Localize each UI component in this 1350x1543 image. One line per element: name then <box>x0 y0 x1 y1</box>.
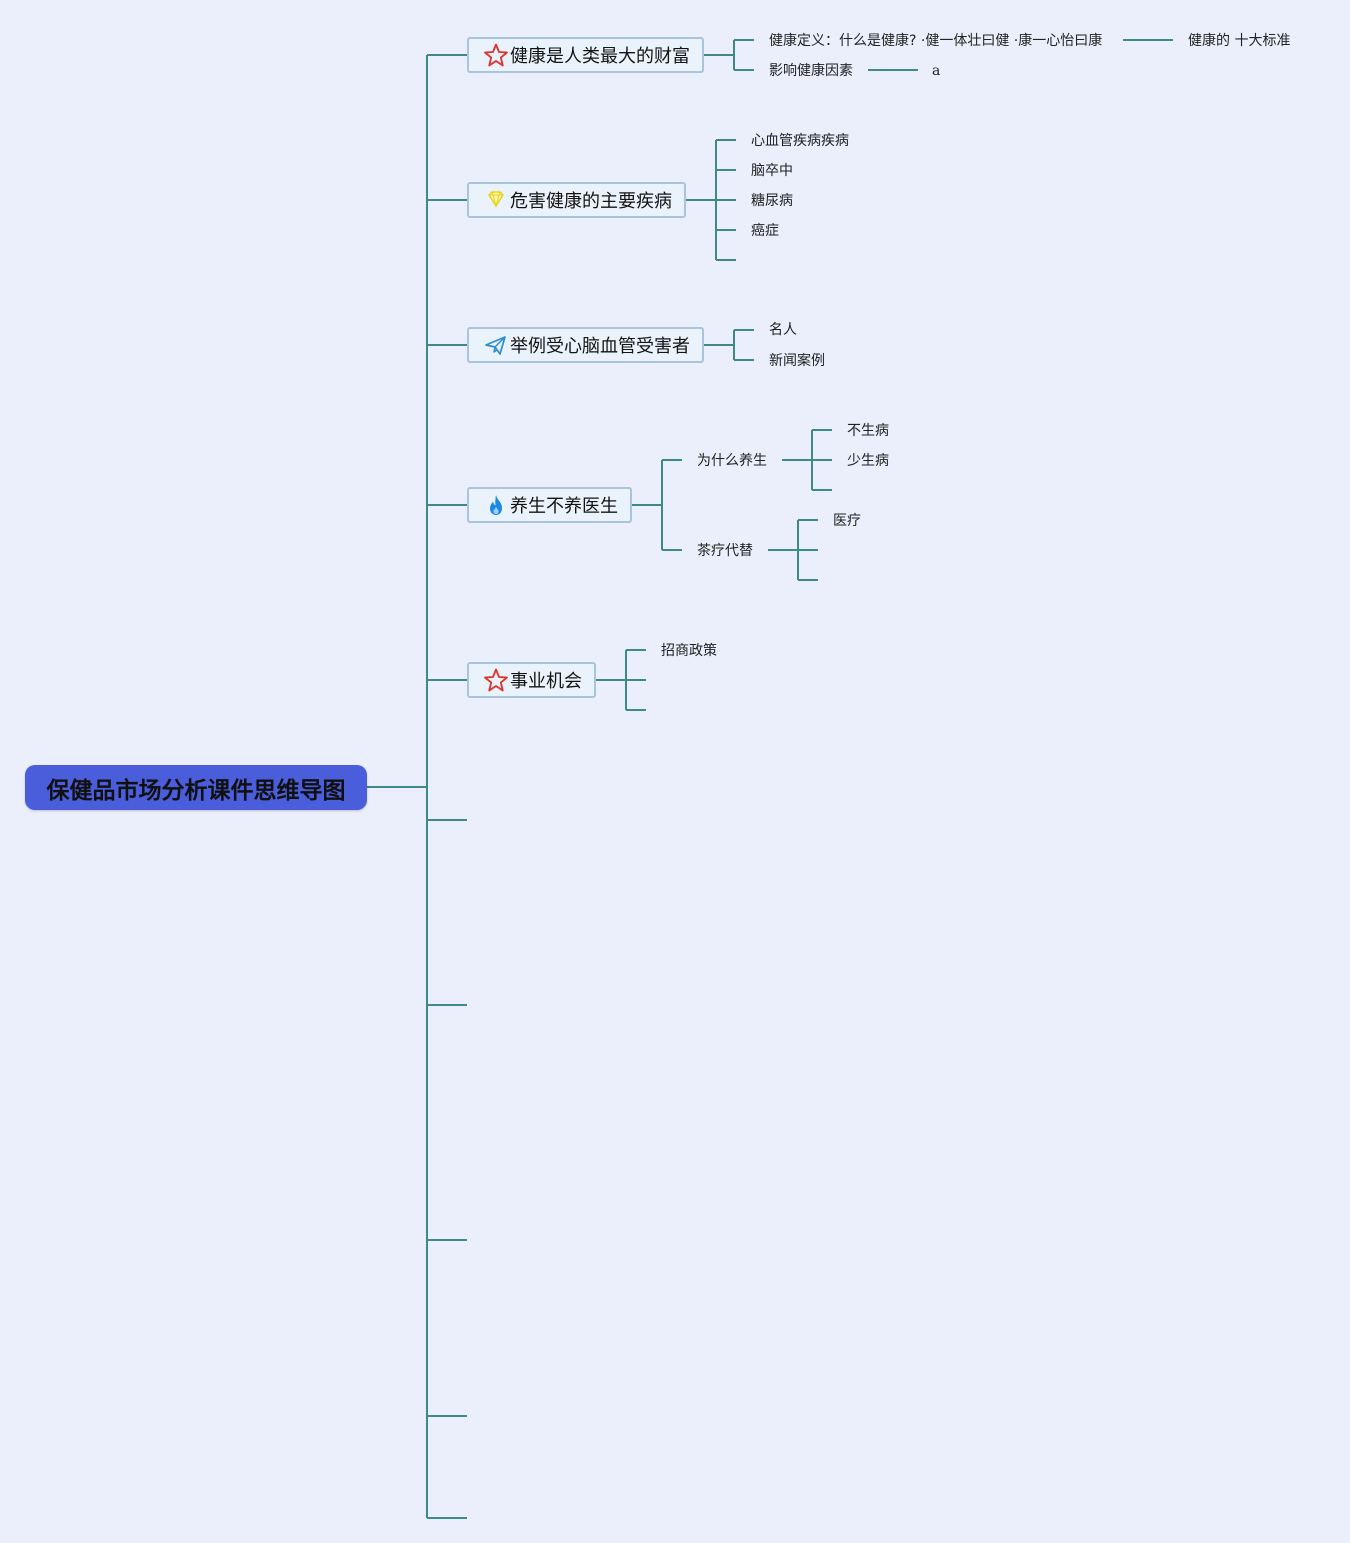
leaf-cancer[interactable]: 癌症 <box>751 223 779 239</box>
topic-health-wealth[interactable]: 健康是人类最大的财富 <box>467 37 704 73</box>
topic-label: 危害健康的主要疾病 <box>510 191 672 212</box>
paper-plane-icon <box>483 332 509 358</box>
leaf-no-illness[interactable]: 不生病 <box>847 423 889 439</box>
leaf-medical[interactable]: 医疗 <box>833 513 861 529</box>
topic-major-diseases[interactable]: 危害健康的主要疾病 <box>467 182 686 218</box>
leaf-cardiovascular[interactable]: 心血管疾病疾病 <box>751 133 849 149</box>
leaf-tea-therapy[interactable]: 茶疗代替 <box>697 543 753 559</box>
topic-label: 健康是人类最大的财富 <box>510 46 690 67</box>
star-icon <box>483 667 509 693</box>
leaf-health-ten-standards[interactable]: 健康的 十大标准 <box>1188 33 1291 49</box>
star-icon <box>483 42 509 68</box>
diamond-icon <box>483 187 509 213</box>
leaf-less-illness[interactable]: 少生病 <box>847 453 889 469</box>
leaf-health-factors[interactable]: 影响健康因素 <box>769 63 853 79</box>
flame-icon <box>483 492 509 518</box>
topic-label: 养生不养医生 <box>510 496 618 517</box>
leaf-news-cases[interactable]: 新闻案例 <box>769 353 825 369</box>
leaf-stroke[interactable]: 脑卒中 <box>751 163 793 179</box>
leaf-why-wellness[interactable]: 为什么养生 <box>697 453 767 469</box>
topic-business-opportunity[interactable]: 事业机会 <box>467 662 596 698</box>
leaf-diabetes[interactable]: 糖尿病 <box>751 193 793 209</box>
topic-wellness[interactable]: 养生不养医生 <box>467 487 632 523</box>
leaf-health-definition[interactable]: 健康定义：什么是健康? ·健一体壮曰健 ·康一心怡曰康 <box>769 33 1103 49</box>
topic-label: 举例受心脑血管受害者 <box>510 336 690 357</box>
leaf-factor-a[interactable]: a <box>932 63 941 79</box>
topic-label: 事业机会 <box>510 671 582 692</box>
leaf-celebrities[interactable]: 名人 <box>769 322 797 338</box>
root-topic[interactable]: 保健品市场分析课件思维导图 <box>25 765 367 810</box>
topic-victims[interactable]: 举例受心脑血管受害者 <box>467 327 704 363</box>
leaf-recruitment-policy[interactable]: 招商政策 <box>661 643 717 659</box>
